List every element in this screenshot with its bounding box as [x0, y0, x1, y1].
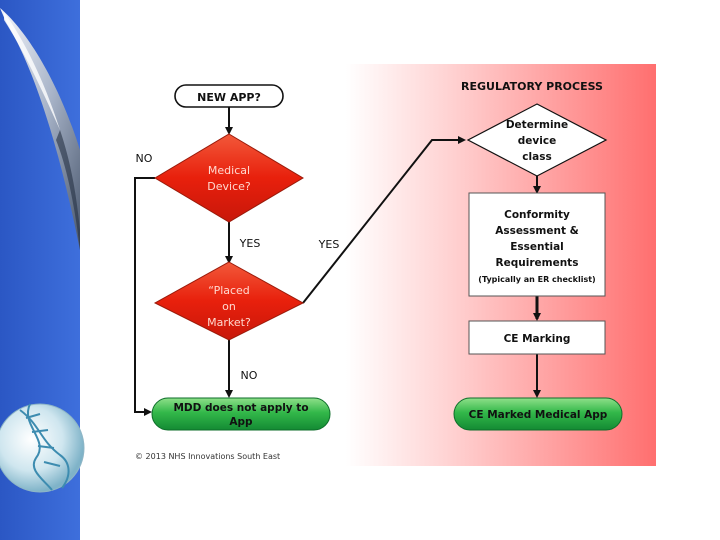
node-class-line2: device [518, 135, 556, 147]
edge-label-no-bottom: NO [241, 369, 258, 382]
slide-decoration [0, 0, 85, 540]
node-ce-marked-app: CE Marked Medical App [453, 397, 623, 431]
node-conformity-note: (Typically an ER checklist) [478, 275, 595, 284]
edge-label-yes-market: YES [318, 238, 340, 251]
node-market-line2: on [222, 300, 236, 313]
node-conformity-line1: Conformity [504, 209, 570, 221]
node-medical-device-line1: Medical [208, 164, 250, 177]
copyright-text: © 2013 NHS Innovations South East [135, 452, 280, 461]
node-ce-marking-label: CE Marking [504, 333, 571, 345]
edge-medical-no [134, 177, 155, 416]
node-new-app: NEW APP? [174, 84, 284, 108]
node-medical-device: Medical Device? [154, 133, 304, 223]
silver-swoosh-highlight [4, 12, 60, 130]
node-market-line3: Market? [207, 316, 251, 329]
node-conformity-line2: Assessment & [495, 225, 579, 237]
edge-label-no-top: NO [136, 152, 153, 165]
node-placed-on-market: “Placed on Market? [153, 261, 305, 341]
node-ce-marked-app-label: CE Marked Medical App [469, 409, 608, 421]
connectors [134, 107, 541, 416]
edge-market-yes [302, 136, 466, 304]
node-conformity: Conformity Assessment & Essential Requir… [468, 192, 606, 297]
node-market-line1: “Placed [208, 284, 250, 297]
region-title: REGULATORY PROCESS [461, 80, 603, 93]
node-determine-class: Determine device class [466, 103, 608, 177]
node-ce-marking: CE Marking [468, 320, 606, 355]
node-conformity-line4: Requirements [496, 257, 579, 269]
node-medical-device-line2: Device? [207, 180, 251, 193]
node-conformity-line3: Essential [510, 241, 564, 253]
node-mdd-line1: MDD does not apply to [173, 402, 308, 414]
node-mdd-not-apply: MDD does not apply to App [151, 397, 331, 431]
node-class-line1: Determine [506, 119, 568, 131]
node-class-line3: class [522, 151, 551, 163]
dna-logo [0, 403, 85, 493]
dna-helix-icon [19, 403, 70, 491]
node-mdd-line2: App [229, 416, 253, 428]
dark-swoosh-edge [56, 130, 80, 250]
edge-label-yes-medical: YES [239, 237, 261, 250]
silver-swoosh [0, 8, 80, 250]
node-new-app-label: NEW APP? [197, 91, 261, 104]
